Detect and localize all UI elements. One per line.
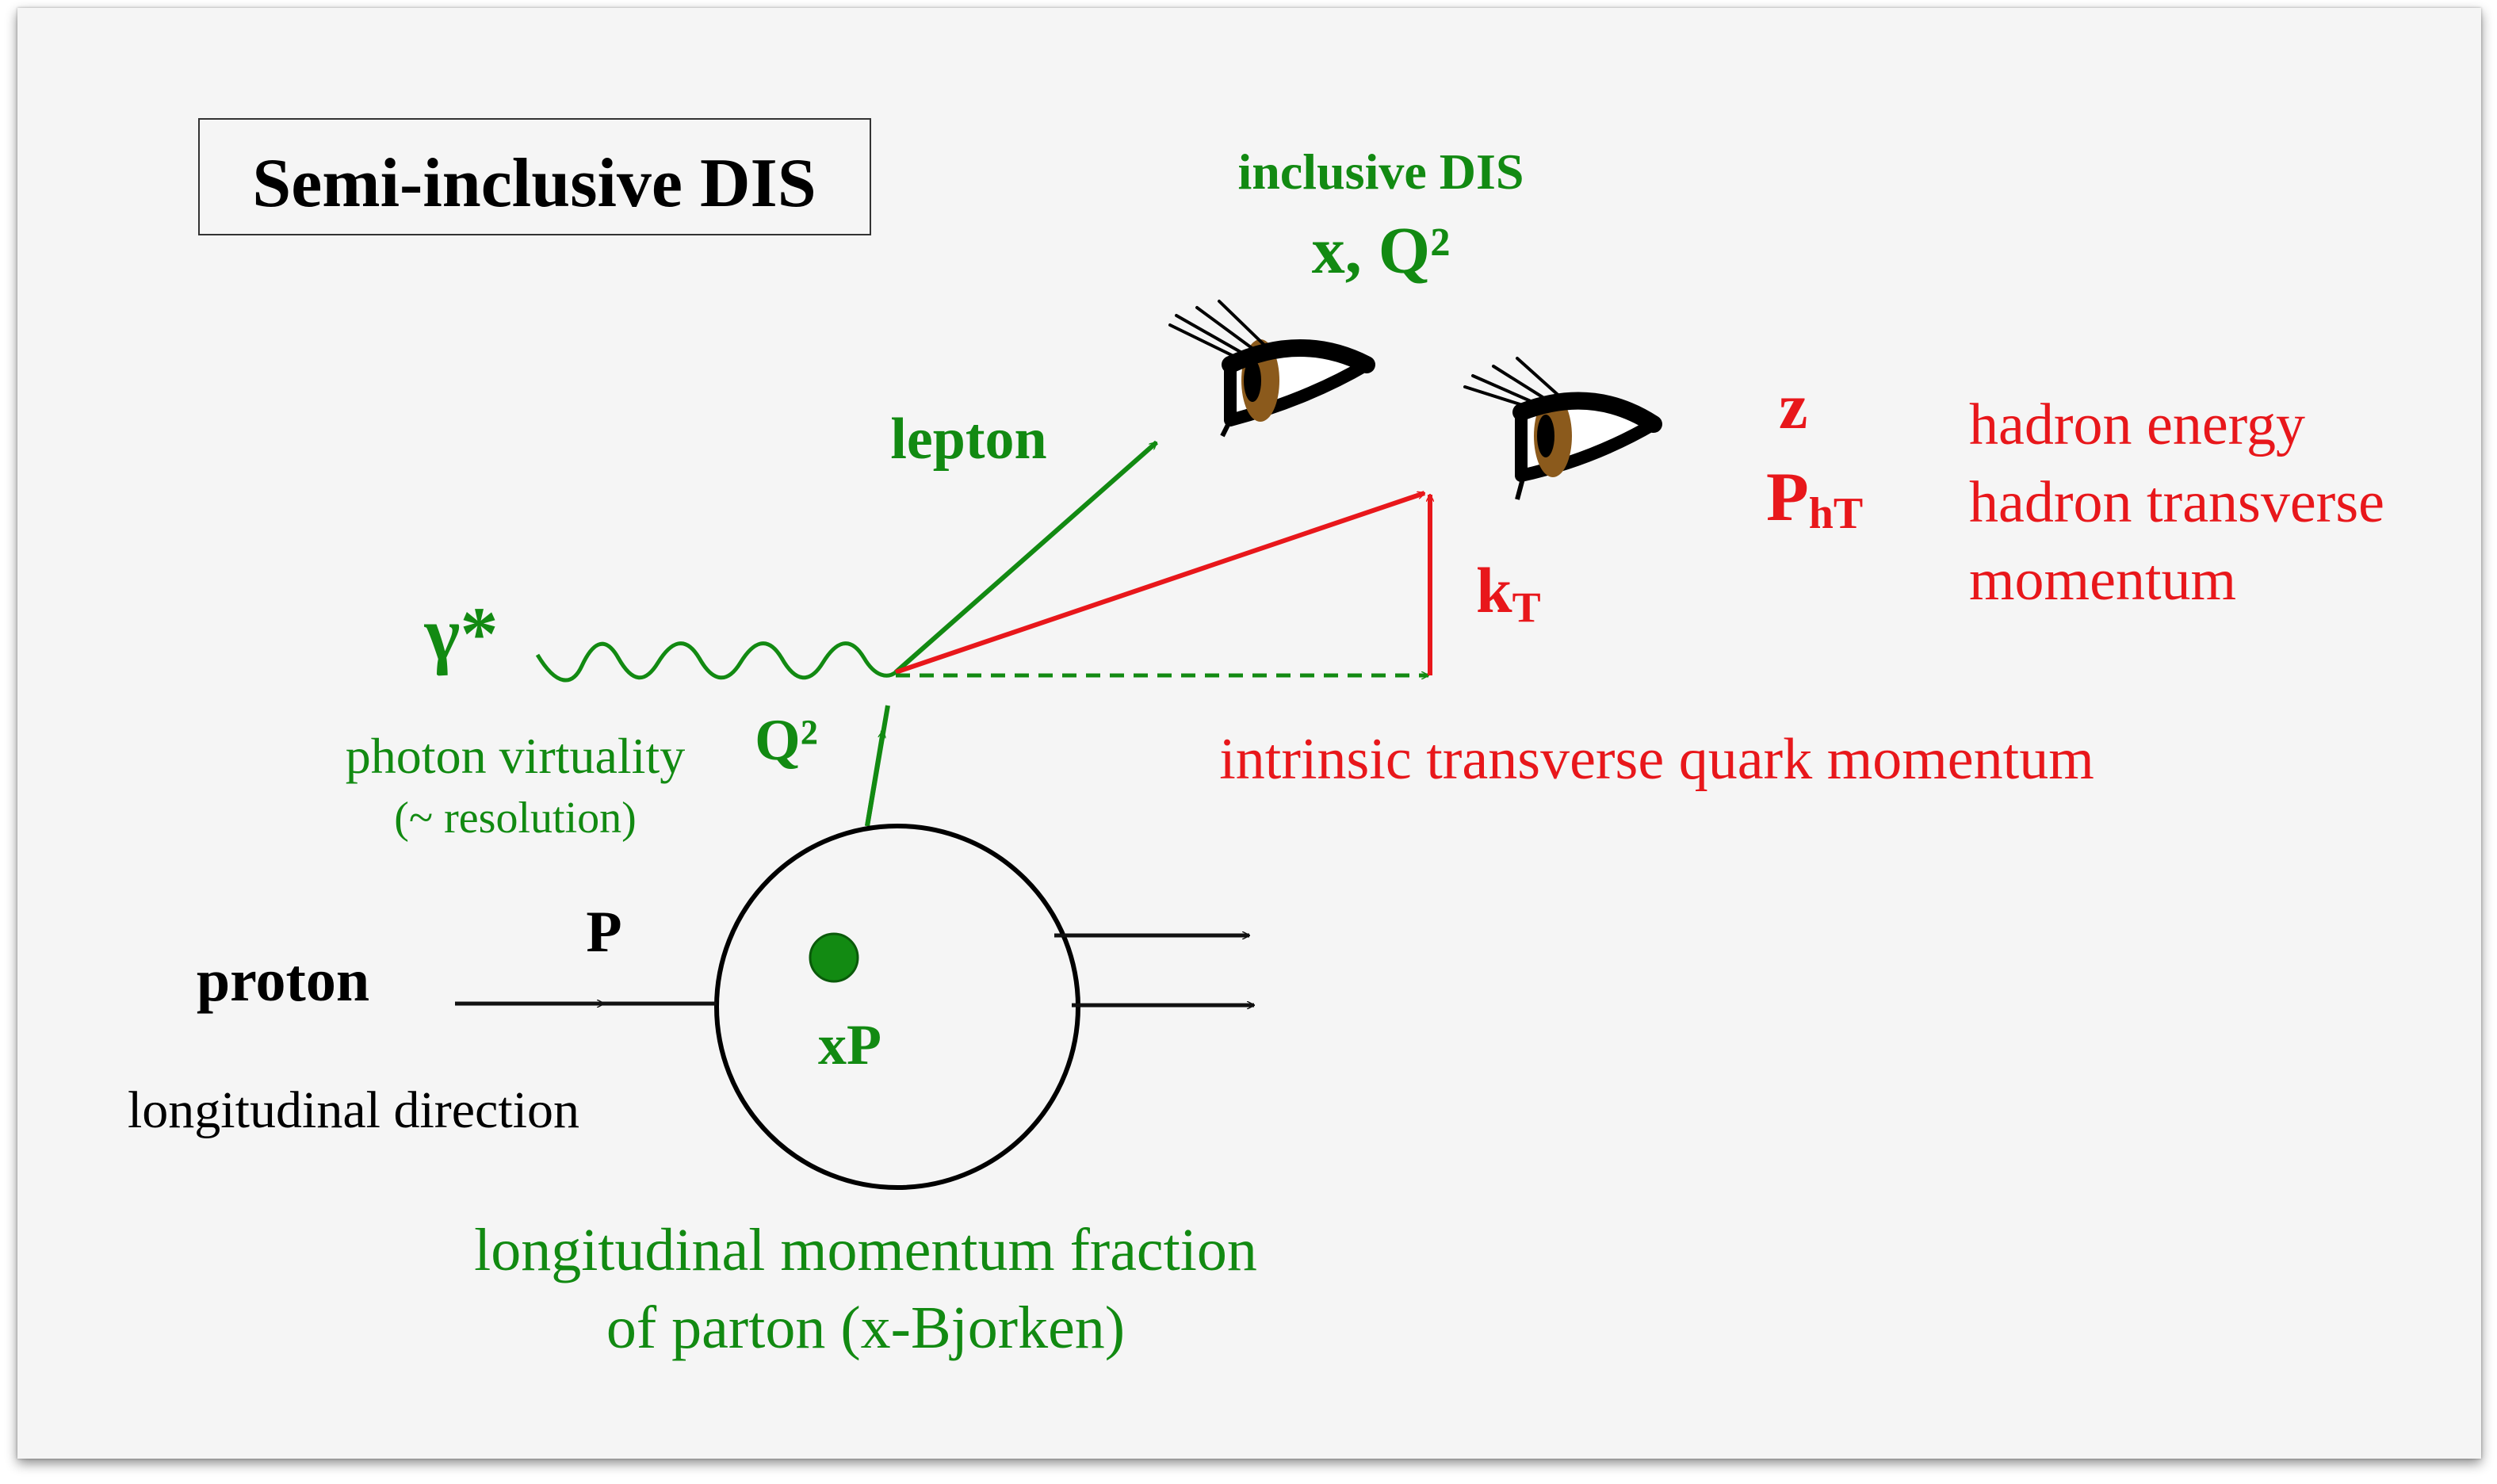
- lepton-label: lepton: [890, 407, 1046, 472]
- q2-label: Q²: [755, 708, 818, 773]
- momentum-fraction-label: longitudinal momentum fraction: [474, 1217, 1257, 1283]
- pht-label: PhT: [1766, 459, 1863, 538]
- xp-label: xP: [818, 1013, 881, 1077]
- title: Semi-inclusive DIS: [252, 145, 816, 222]
- z-label: z: [1779, 370, 1807, 442]
- eye-icon: [1463, 357, 1662, 500]
- title-box: [198, 118, 871, 235]
- intrinsic-momentum-label: intrinsic transverse quark momentum: [1219, 727, 2094, 792]
- lepton-arrow: [894, 440, 1158, 675]
- eye-icon: [1168, 300, 1375, 438]
- photon-virtuality-label: photon virtuality: [346, 728, 685, 784]
- inclusive-vars-label: x, Q²: [1312, 214, 1451, 288]
- kt-label: kT: [1476, 554, 1541, 631]
- inclusive-dis-label: inclusive DIS: [1238, 143, 1524, 200]
- x-bjorken-label: of parton (x-Bjorken): [606, 1295, 1125, 1361]
- longitudinal-direction-label: longitudinal direction: [128, 1081, 579, 1139]
- proton-label: proton: [197, 947, 369, 1014]
- momentum-label: momentum: [1969, 548, 2236, 613]
- slide-card: Semi-inclusive DIS inclusive DIS x, Q² l…: [17, 8, 2481, 1459]
- hadron-arrow: [895, 491, 1424, 675]
- quark-arrow: [865, 731, 883, 827]
- photon-wavy-line: [535, 641, 897, 683]
- hadron-energy-label: hadron energy: [1969, 392, 2305, 457]
- sidis-diagram: Semi-inclusive DIS inclusive DIS x, Q² l…: [128, 118, 2384, 1361]
- p-label: P: [586, 900, 621, 965]
- proton-circle: [714, 824, 1080, 1190]
- gamma-star-label: γ*: [424, 591, 499, 676]
- resolution-label: (~ resolution): [394, 794, 637, 843]
- parton-dot: [809, 932, 859, 983]
- hadron-transverse-label: hadron transverse: [1969, 470, 2384, 535]
